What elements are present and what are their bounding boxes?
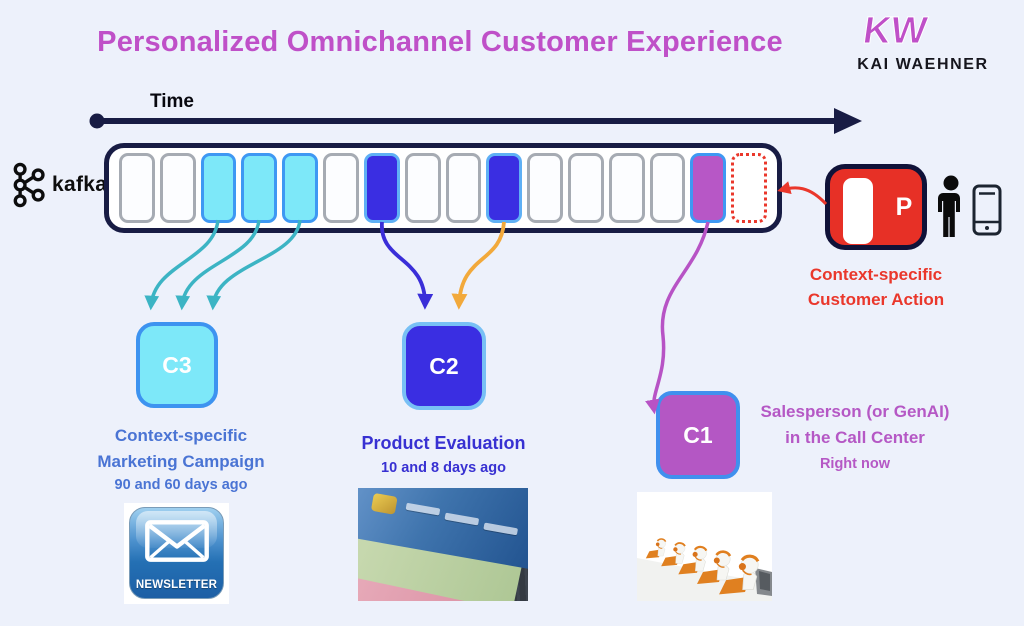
event-cell-dashed bbox=[731, 153, 767, 223]
event-cell-empty bbox=[119, 153, 155, 223]
newsletter-image: NEWSLETTER bbox=[124, 503, 229, 604]
event-cell-blue bbox=[363, 153, 400, 223]
event-cell-empty bbox=[608, 153, 645, 223]
event-cell-empty bbox=[649, 153, 686, 223]
page-title: Personalized Omnichannel Customer Experi… bbox=[97, 26, 783, 58]
consumer-c1-note: Right now bbox=[819, 456, 891, 472]
arrow-c1 bbox=[645, 221, 710, 415]
event-cell-empty bbox=[404, 153, 441, 223]
consumer-c1-box: C1 bbox=[656, 391, 740, 479]
consumer-c2-box: C2 bbox=[402, 322, 486, 410]
newsletter-button-graphic: NEWSLETTER bbox=[129, 507, 224, 599]
producer-caption: Context-specific Customer Action bbox=[796, 263, 956, 312]
call-center-image bbox=[637, 492, 772, 601]
arrow-c2-blue bbox=[380, 221, 434, 310]
event-cell-cyan bbox=[282, 153, 319, 223]
consumer-c3-caption: Context-specific Marketing Campaign bbox=[66, 423, 296, 476]
event-cell-cyan bbox=[241, 153, 278, 223]
call-center-graphic bbox=[637, 538, 772, 601]
consumer-c1-label: C1 bbox=[683, 421, 713, 448]
credit-cards-image bbox=[358, 488, 528, 601]
card-chip bbox=[370, 492, 398, 515]
kw-logo: KW bbox=[860, 10, 930, 53]
time-axis-label: Time bbox=[150, 91, 195, 112]
consumer-c2-note: 10 and 8 days ago bbox=[381, 460, 506, 476]
c1-caption-line2: in the Call Center bbox=[785, 428, 925, 448]
event-cell-blue bbox=[486, 153, 523, 223]
kafka-logo: kafka bbox=[10, 162, 107, 208]
producer-caption-line2: Customer Action bbox=[807, 289, 945, 309]
event-cell-empty bbox=[159, 153, 196, 223]
consumer-c3-label: C3 bbox=[162, 351, 192, 378]
brand-name: KAI WAEHNER bbox=[857, 56, 989, 73]
consumer-c3-box: C3 bbox=[136, 322, 218, 408]
arrow-c2-orange bbox=[451, 221, 506, 310]
envelope-icon bbox=[145, 520, 209, 562]
c3-caption-line1: Context-specific bbox=[114, 426, 248, 445]
consumer-c3-note: 90 and 60 days ago bbox=[114, 477, 248, 493]
consumer-c2-caption: Product Evaluation bbox=[346, 430, 541, 458]
time-axis-arrow bbox=[89, 108, 862, 134]
producer-event-shape bbox=[843, 178, 873, 244]
event-cell-empty bbox=[527, 153, 563, 223]
event-cell-empty bbox=[445, 153, 482, 223]
producer-caption-line1: Context-specific bbox=[809, 265, 943, 284]
event-cell-empty bbox=[323, 153, 359, 223]
event-cell-empty bbox=[567, 153, 604, 223]
consumer-c2-label: C2 bbox=[429, 352, 459, 379]
kafka-icon bbox=[13, 162, 45, 208]
kafka-topic-bar bbox=[104, 143, 782, 233]
kafka-label: kafka bbox=[52, 173, 108, 196]
c1-caption-line1: Salesperson (or GenAI) bbox=[760, 402, 950, 421]
event-cell-cyan bbox=[200, 153, 237, 223]
consumer-c1-caption: Salesperson (or GenAI) in the Call Cente… bbox=[750, 399, 960, 452]
c2-caption-line1: Product Evaluation bbox=[361, 433, 526, 453]
producer-label: P bbox=[895, 192, 913, 221]
c3-caption-line2: Marketing Campaign bbox=[97, 452, 265, 472]
producer-box: P bbox=[825, 164, 927, 250]
smartphone-icon bbox=[972, 184, 1002, 236]
person-icon bbox=[938, 175, 960, 237]
newsletter-label: NEWSLETTER bbox=[135, 579, 218, 591]
event-cell-magenta bbox=[690, 153, 727, 223]
arrow-producer bbox=[777, 181, 828, 206]
